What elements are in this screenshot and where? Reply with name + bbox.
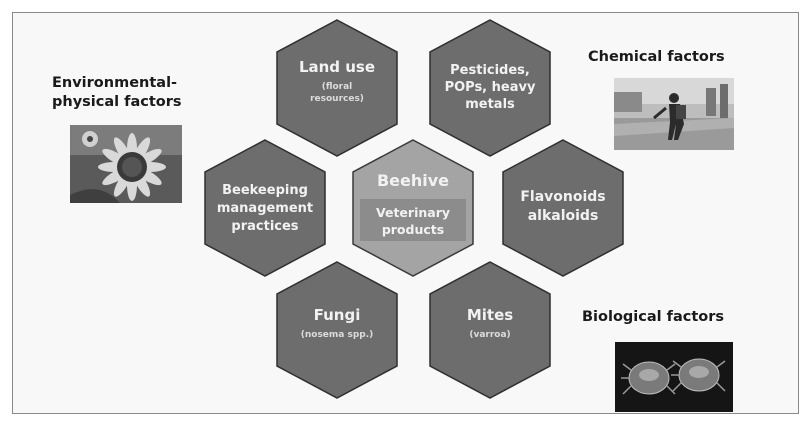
land-use-sub1: (floral [322,82,353,92]
fungi-sub: (nosema spp.) [301,330,374,340]
beekeeping-line2: management [217,201,313,216]
pesticides-line2: POPs, heavy [445,80,536,95]
fungi-title: Fungi [314,306,361,324]
mites-sub: (varroa) [469,330,510,340]
beehive-inner2: products [382,222,444,237]
hex-flavonoids: Flavonoids alkaloids [503,140,623,276]
flavonoids-line2: alkaloids [528,208,599,224]
hex-fungi: Fungi (nosema spp.) [277,262,397,398]
land-use-title: Land use [299,58,375,76]
hex-land-use: Land use (floral resources) [277,20,397,156]
hex-beekeeping: Beekeeping management practices [205,140,325,276]
mites-title: Mites [467,306,513,324]
pesticides-line3: metals [465,97,515,112]
beehive-title: Beehive [377,171,449,190]
pesticides-line1: Pesticides, [450,63,530,78]
beekeeping-line1: Beekeeping [222,183,308,198]
hex-pesticides: Pesticides, POPs, heavy metals [430,20,550,156]
flavonoids-line1: Flavonoids [520,189,605,205]
hex-mites: Mites (varroa) [430,262,550,398]
hex-beehive: Beehive Veterinary products [353,140,473,276]
beehive-inner1: Veterinary [376,205,450,220]
land-use-sub2: resources) [310,94,364,104]
beekeeping-line3: practices [231,219,298,234]
